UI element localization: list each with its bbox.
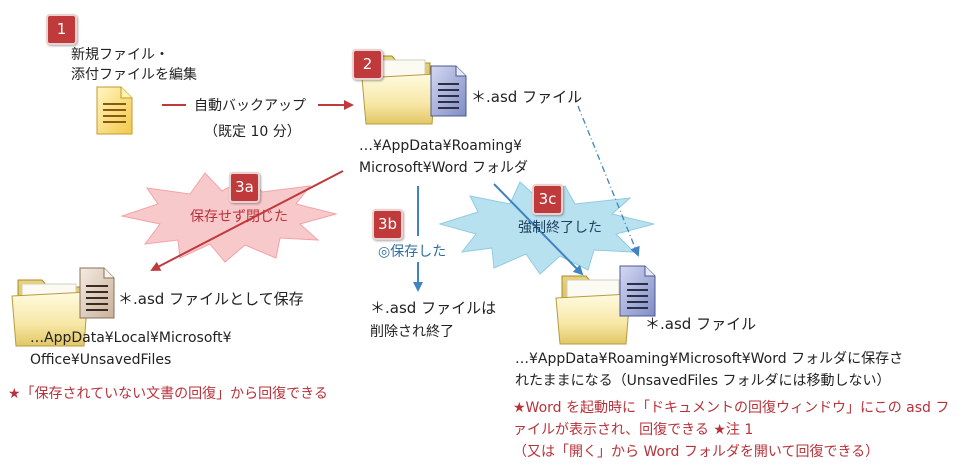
step3c-note-line3: （又は「開く」から Word フォルダを開いて回復できる） [513, 444, 880, 460]
arrow-to-unsaved [150, 170, 344, 271]
roaming-folder-icon [361, 55, 437, 125]
asd-file-icon-local [79, 267, 115, 319]
burst-closed-label: 保存せず閉じた [190, 209, 288, 225]
unsaved-files-folder-icon [11, 279, 89, 347]
step2-path-line2: Microsoft¥Word フォルダ [359, 160, 529, 176]
step3a-path-line1: …AppData¥Local¥Microsoft¥ [30, 330, 232, 346]
step3c-note-line2: ァイルが表示され、回復できる ★注 1 [513, 419, 753, 441]
asd-file-icon-forcequit [619, 265, 656, 317]
document-icon [96, 86, 133, 135]
step1-label-line2: 添付ファイルを編集 [71, 67, 197, 83]
step3a-file-label: ＊.asd ファイルとして保存 [118, 290, 304, 308]
asd-file-icon [430, 65, 467, 117]
step3c-path-line1: …¥AppData¥Roaming¥Microsoft¥Word フォルダに保存… [515, 351, 904, 367]
step3c-file-label: ＊.asd ファイル [645, 315, 757, 333]
step3a-path-line2: Office¥UnsavedFiles [30, 352, 172, 368]
step3b-result-line1: ＊.asd ファイルは [370, 299, 497, 317]
autosave-label: 自動バックアップ [194, 98, 306, 114]
step3c-path-line2: れたままになる（UnsavedFiles フォルダには移動しない） [515, 373, 891, 389]
step2-path-line1: …¥AppData¥Roaming¥ [359, 138, 523, 154]
step1-label-line1: 新規ファイル・ [71, 47, 169, 63]
step-badge-2: 2 [352, 49, 383, 80]
step2-file-label: ＊.asd ファイル [471, 88, 583, 106]
step3a-note: ★「保存されていない文書の回復」から回復できる [8, 386, 328, 402]
roaming-folder-icon-forcequit [555, 275, 631, 345]
saved-label: ◎保存した [378, 244, 447, 260]
step-badge-3a: 3a [229, 172, 260, 203]
arrow-force-quit [493, 183, 584, 276]
arrow-dashed-roaming [577, 105, 640, 257]
step3c-note-line2-main: ァイルが表示され、回復できる [513, 422, 709, 438]
step3b-result-line2: 削除され終了 [370, 324, 454, 340]
autosave-interval: （既定 10 分） [204, 124, 301, 140]
step-badge-3c: 3c [532, 184, 563, 215]
step3c-note-line1: ★Word を起動時に「ドキュメントの回復ウィンドウ」にこの asd フ [513, 400, 950, 416]
step-badge-1: 1 [46, 14, 77, 45]
step-badge-3b: 3b [372, 209, 403, 240]
step3c-note-tag: ★注 1 [713, 422, 754, 438]
burst-force-quit-label: 強制終了した [518, 220, 602, 236]
